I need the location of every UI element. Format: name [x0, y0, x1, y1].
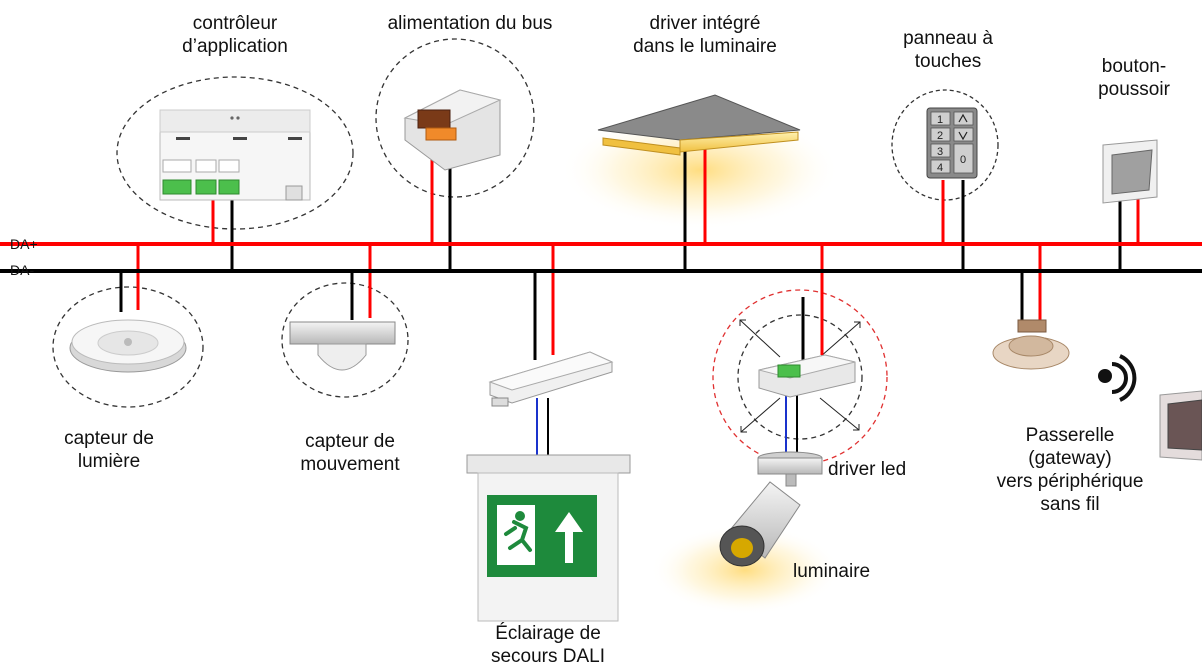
emergency-driver-icon [488, 351, 614, 407]
keypad-key-0: 0 [960, 154, 966, 166]
wireless-switch-icon [1159, 390, 1202, 461]
spotlight-glow [650, 525, 840, 615]
exit-sign-icon [466, 454, 631, 622]
light-sensor-circle [52, 286, 204, 408]
controller-device-icon [159, 109, 311, 201]
drop-wires-minus [119, 147, 1122, 360]
bus-minus-label: DA- [10, 262, 35, 278]
bus-power-label: alimentation du bus [387, 13, 553, 34]
spotlight-icon [719, 451, 823, 567]
drop-wires-plus [136, 147, 1140, 355]
light-sensor-icon [69, 319, 187, 373]
ceiling-speaker-icon [992, 319, 1070, 370]
led-driver-inner-circle [737, 314, 863, 440]
bus-power-circle [375, 38, 535, 198]
wireless-signal-icon [1098, 354, 1137, 402]
keypad-key-3: 3 [937, 146, 943, 158]
keypad-circle [891, 89, 999, 201]
led-driver-label: driver led [828, 459, 907, 480]
keypad-key-1: 1 [937, 114, 943, 126]
keypad-key-4: 4 [937, 162, 943, 174]
ceiling-luminaire-icon [597, 94, 801, 156]
motion-sensor-icon [289, 321, 396, 371]
drop-wires-data [536, 392, 787, 462]
drop-wires-data-black [547, 392, 798, 462]
keypad-key-2: 2 [937, 130, 943, 142]
push-button-icon [1102, 139, 1158, 204]
keypad-icon: 1 2 3 4 0 [926, 107, 978, 179]
led-driver-icon [758, 354, 856, 398]
controller-circle [116, 76, 354, 230]
bus-power-supply-icon [403, 89, 502, 171]
luminaire-label: luminaire [793, 561, 871, 582]
bus-plus-label: DA+ [10, 236, 38, 252]
led-driver-arrows [739, 319, 861, 433]
motion-sensor-circle [281, 282, 409, 398]
push-button-label: bouton-poussoir [1098, 56, 1170, 100]
